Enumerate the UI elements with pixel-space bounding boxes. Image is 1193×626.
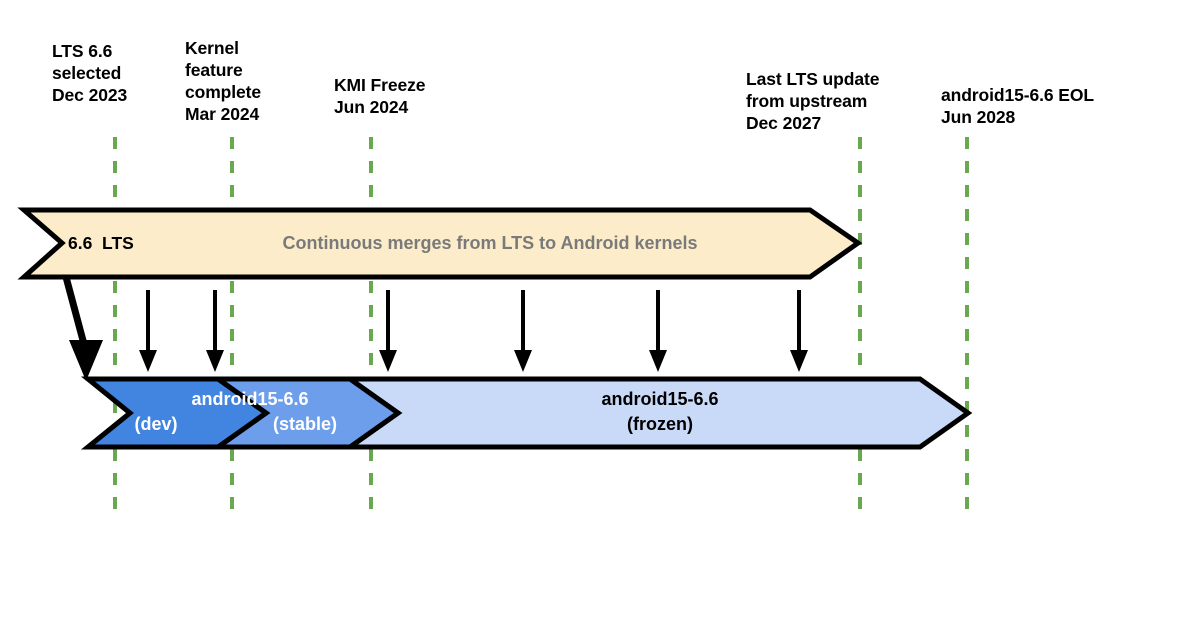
merge-arrow-initial — [62, 276, 103, 381]
milestone-label-feature-complete: Kernel feature complete Mar 2024 — [185, 38, 262, 124]
android-bar-stable-phase: (stable) — [272, 414, 337, 434]
milestone-label-last-lts-update: Last LTS update from upstream Dec 2027 — [746, 69, 880, 133]
lts-bar-shape — [17, 207, 863, 280]
android-bar-dev-stable-title: android15-6.6 — [191, 389, 309, 409]
lts-bar-merge-note: Continuous merges from LTS to Android ke… — [282, 233, 698, 253]
merge-arrow-4 — [514, 290, 532, 372]
milestone-label-kmi-freeze: KMI Freeze Jun 2024 — [334, 75, 426, 117]
merge-arrow-2 — [206, 290, 224, 372]
android-bar-frozen-title: android15-6.6 — [601, 389, 719, 409]
merge-arrow-5 — [649, 290, 667, 372]
milestone-label-eol: android15-6.6 EOL Jun 2028 — [941, 85, 1094, 127]
android-bar-frozen-phase: (frozen) — [627, 414, 693, 434]
merge-arrows — [62, 276, 808, 381]
merge-arrow-1 — [139, 290, 157, 372]
lts-bar-tag: 6.6 LTS — [68, 233, 134, 253]
milestone-guide-lines — [113, 137, 969, 512]
merge-arrow-3 — [379, 290, 397, 372]
merge-arrow-6 — [790, 290, 808, 372]
milestone-label-lts-selected: LTS 6.6 selected Dec 2023 — [52, 41, 128, 105]
android-segment-dev-shape — [80, 376, 271, 450]
android-bar-dev-phase: (dev) — [134, 414, 178, 434]
